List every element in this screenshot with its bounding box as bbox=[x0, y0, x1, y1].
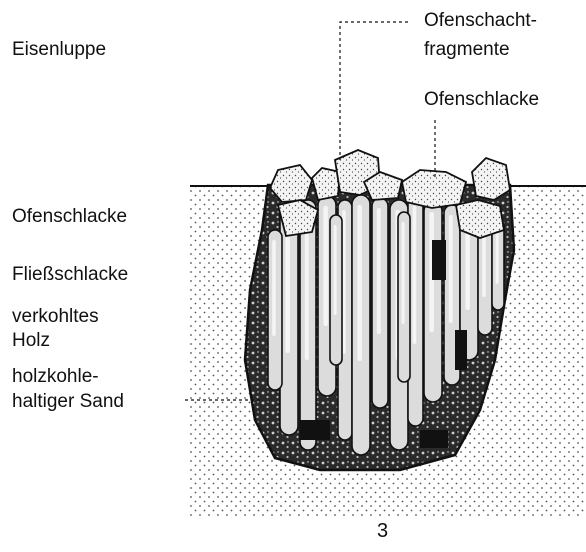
label-sand-1: holzkohle- bbox=[12, 366, 99, 387]
figure-number: 3 bbox=[377, 520, 388, 542]
label-holz-2: Holz bbox=[12, 330, 50, 351]
label-ofenschacht-1: Ofenschacht- bbox=[424, 10, 537, 31]
slag-column-highlight bbox=[357, 205, 362, 361]
shaft-fragment bbox=[270, 165, 312, 202]
slag-column-highlight bbox=[323, 206, 328, 326]
charcoal-void bbox=[455, 330, 467, 370]
label-sand-2: haltiger Sand bbox=[12, 391, 124, 412]
label-fliessschlacke: Fließschlacke bbox=[12, 264, 128, 285]
charcoal-void bbox=[420, 430, 448, 448]
charcoal-void bbox=[300, 420, 330, 440]
label-holz-1: verkohltes bbox=[12, 306, 99, 327]
slag-column-highlight bbox=[402, 222, 405, 324]
shaft-fragment bbox=[472, 158, 510, 200]
label-ofenschacht-2: fragmente bbox=[424, 39, 510, 60]
label-ofenschlacke-left: Ofenschlacke bbox=[12, 206, 127, 227]
slag-column-highlight bbox=[413, 206, 417, 344]
charcoal-void bbox=[432, 240, 446, 280]
shaft-fragment bbox=[402, 170, 466, 208]
label-ofenschlacke-top: Ofenschlacke bbox=[424, 89, 539, 110]
shaft-fragment bbox=[312, 168, 340, 200]
slag-column-highlight bbox=[334, 225, 337, 315]
slag-column-highlight bbox=[377, 208, 381, 334]
leader-ofenschacht bbox=[340, 22, 408, 160]
slag-column-highlight bbox=[272, 240, 276, 336]
label-eisenluppe: Eisenluppe bbox=[12, 39, 106, 60]
slag-column-highlight bbox=[449, 215, 453, 323]
slag-column-highlight bbox=[496, 230, 499, 284]
